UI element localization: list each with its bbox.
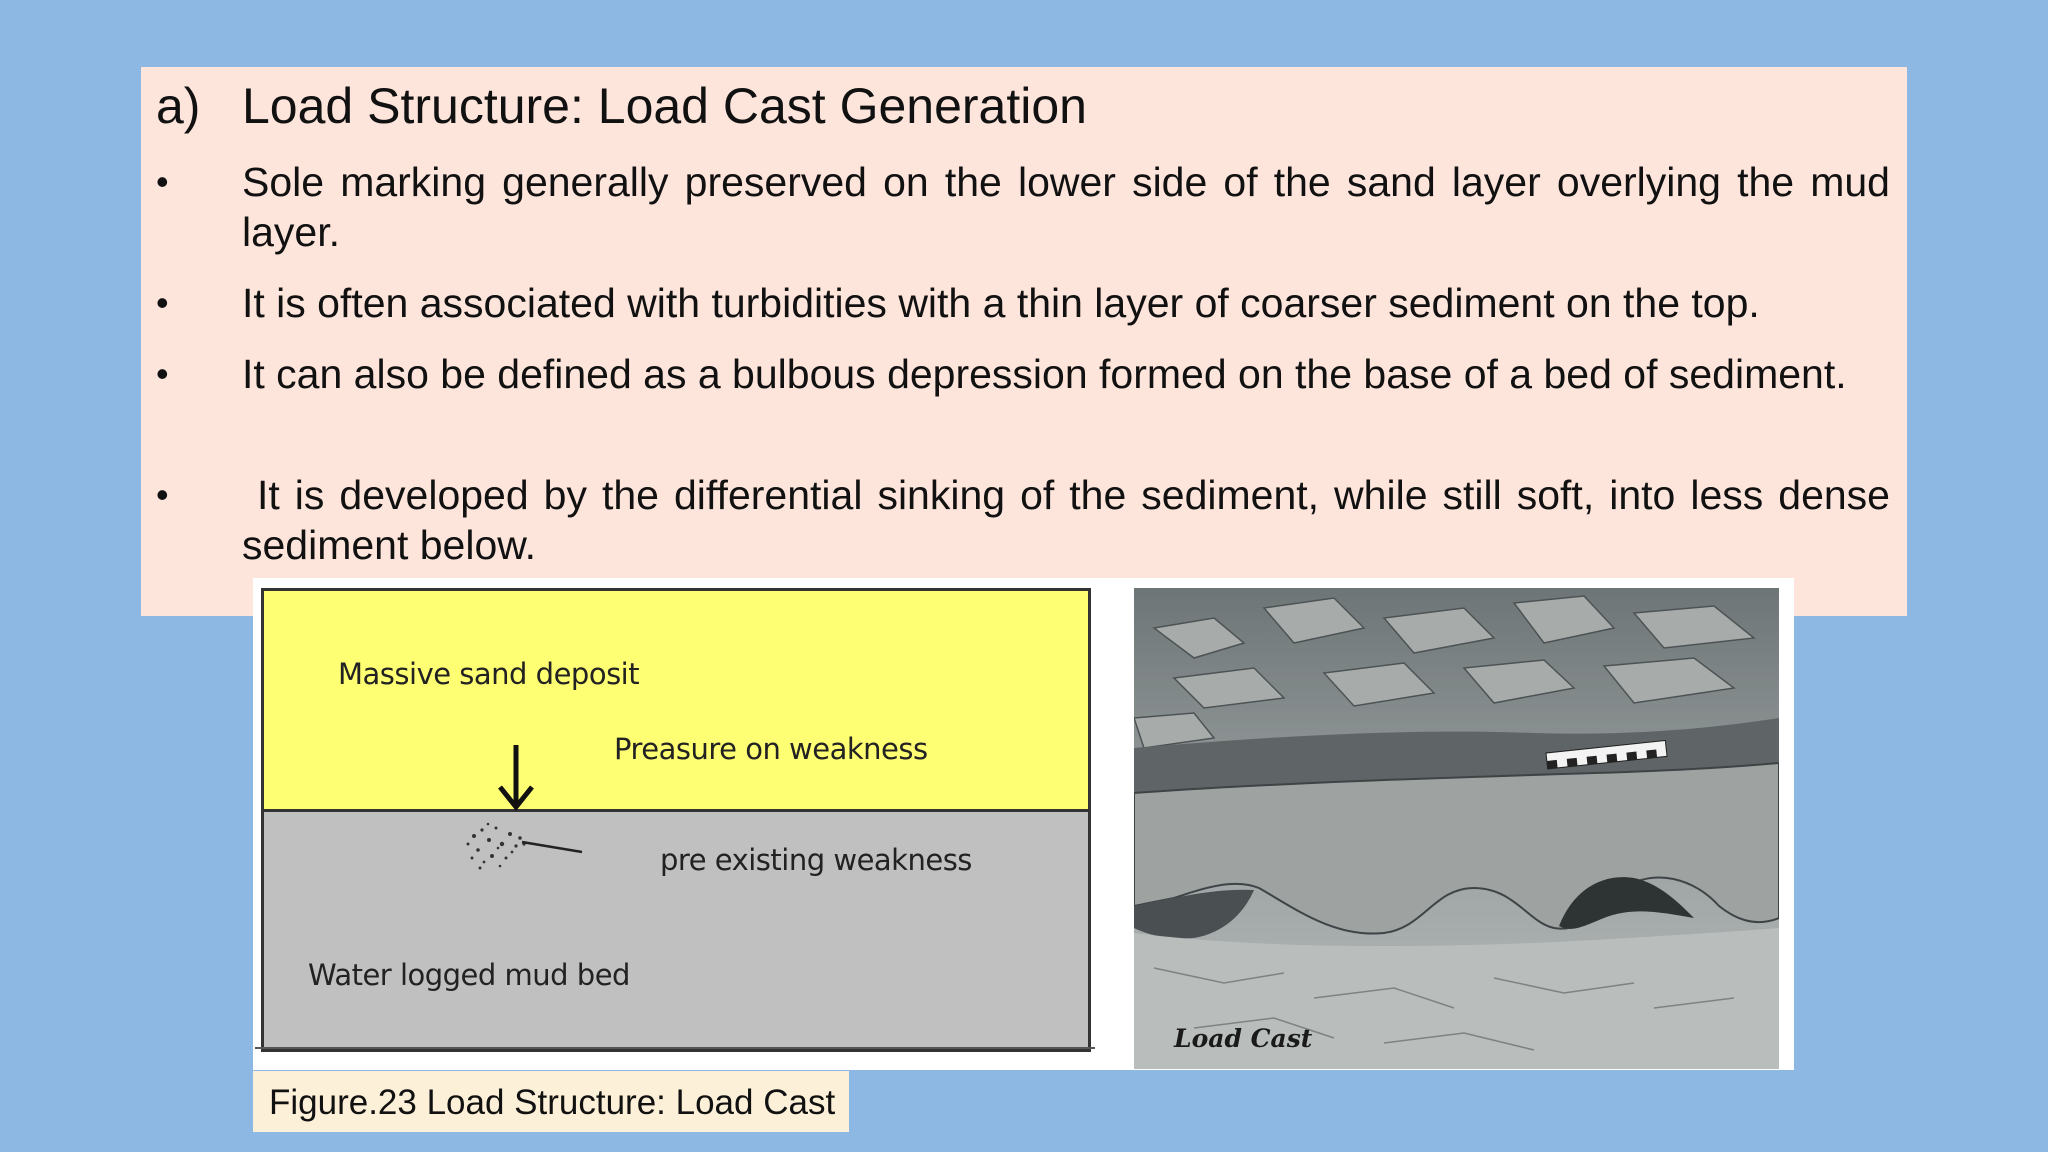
bullet-dot: •	[156, 282, 169, 323]
rock-photo-image	[1134, 588, 1779, 1069]
mud-layer	[264, 812, 1088, 1049]
bullet-text: Sole marking generally preserved on the …	[242, 159, 1890, 255]
figure-frame: Massive sand deposit Preasure on weaknes…	[253, 578, 1794, 1070]
figure-caption: Figure.23 Load Structure: Load Cast	[253, 1071, 849, 1132]
down-arrow-icon	[498, 745, 534, 812]
photo-caption: Load Cast	[1174, 1024, 1313, 1053]
bullet-text: It is often associated with turbidities …	[242, 280, 1760, 326]
load-cast-photo: Load Cast	[1134, 588, 1779, 1069]
bullet-text: It can also be defined as a bulbous depr…	[242, 351, 1847, 397]
pressure-label: Preasure on weakness	[614, 732, 928, 766]
load-cast-diagram: Massive sand deposit Preasure on weaknes…	[261, 588, 1091, 1052]
heading-marker: a)	[156, 78, 201, 134]
heading-title: Load Structure: Load Cast Generation	[242, 78, 1087, 134]
bullet-dot: •	[156, 353, 169, 394]
diagram-divider	[255, 1047, 1095, 1049]
bullet-text: It is developed by the differential sink…	[242, 472, 1902, 568]
text-panel: a) Load Structure: Load Cast Generation …	[141, 67, 1907, 616]
sand-layer	[264, 591, 1088, 812]
mud-label: Water logged mud bed	[308, 958, 630, 992]
weakness-scatter-icon	[466, 822, 583, 870]
weakness-label: pre existing weakness	[660, 843, 972, 877]
bullet-dot: •	[156, 161, 169, 202]
sand-label: Massive sand deposit	[338, 657, 640, 691]
bullet-dot: •	[156, 474, 169, 515]
